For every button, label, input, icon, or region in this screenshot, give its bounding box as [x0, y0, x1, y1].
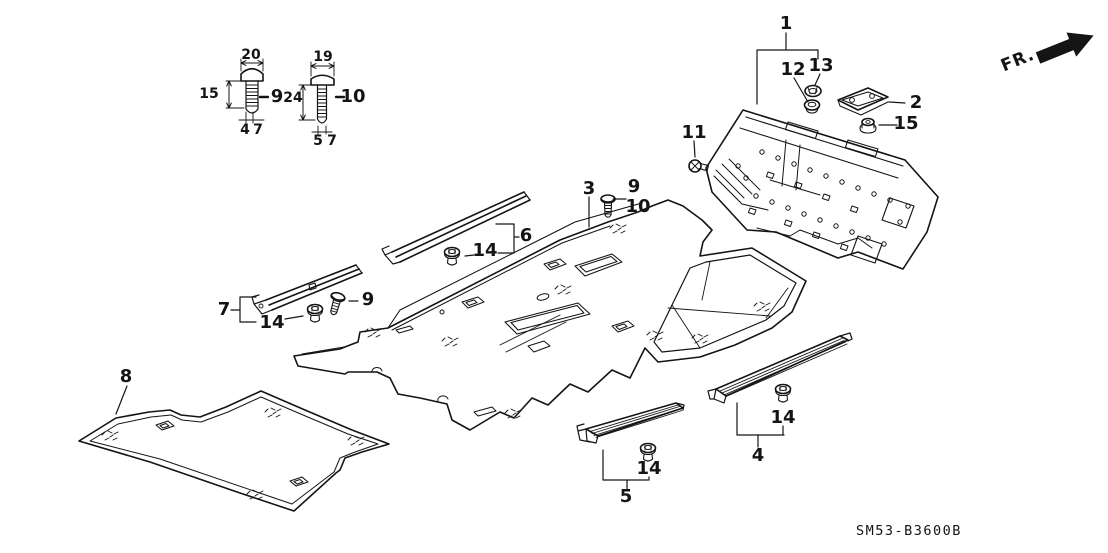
- callout-label-14: 14: [770, 407, 796, 428]
- part-5-sill-garnish: [576, 402, 685, 444]
- grommet-13: [804, 84, 822, 98]
- callout-label-11: 11: [681, 122, 707, 143]
- dimension-label-19: 19: [313, 49, 333, 65]
- grommet-12: [803, 99, 821, 114]
- part-1-insulator-panel: [705, 109, 939, 270]
- screw-size-diagram-10: [298, 61, 346, 135]
- screw-size-diagram-9: [225, 58, 270, 124]
- dimension-label-7: 7: [327, 133, 337, 149]
- dimension-label-15: 15: [199, 86, 219, 102]
- dimension-label-5: 5: [313, 133, 323, 149]
- callout-label-6: 6: [519, 225, 533, 246]
- callout-label-2: 2: [909, 92, 923, 113]
- dimension-label-20: 20: [241, 47, 261, 63]
- dimension-label-4: 4: [240, 122, 250, 138]
- callout-label-9: 9: [361, 289, 375, 310]
- callout-label-14: 14: [259, 312, 285, 333]
- callout-label-13: 13: [808, 55, 834, 76]
- callout-label-10: 10: [625, 196, 651, 217]
- callout-label-10: 10: [340, 86, 366, 107]
- part-6-garnish-strip: [381, 191, 531, 265]
- callout-label-14: 14: [472, 240, 498, 261]
- part-4-sill-garnish: [707, 332, 853, 404]
- callout-label-3: 3: [582, 178, 596, 199]
- part-3-floor-carpet: [293, 199, 807, 431]
- part-7-garnish-strip: [251, 264, 363, 315]
- callout-label-8: 8: [119, 366, 133, 387]
- callout-label-1: 1: [779, 13, 793, 34]
- callout-label-9: 9: [270, 86, 284, 107]
- part-8-floor-mat: [78, 390, 390, 512]
- fr-direction-arrow: [1035, 32, 1094, 64]
- part-2-lid: [837, 87, 889, 116]
- callout-leader-lines: [115, 32, 906, 490]
- dimension-label-24: 24: [283, 90, 303, 106]
- callout-label-12: 12: [780, 59, 806, 80]
- callout-label-4: 4: [751, 445, 765, 466]
- callout-label-7: 7: [217, 299, 231, 320]
- carpet-texture-marks: [101, 223, 771, 500]
- callout-label-14: 14: [636, 458, 662, 479]
- fr-direction-label: FR.: [998, 44, 1038, 77]
- callout-label-5: 5: [619, 486, 633, 507]
- callout-label-15: 15: [893, 113, 919, 134]
- callout-label-9: 9: [627, 176, 641, 197]
- diagram-part-code: SM53-B3600B: [856, 523, 962, 539]
- bolt-11: [688, 159, 710, 173]
- dimension-label-7: 7: [253, 122, 263, 138]
